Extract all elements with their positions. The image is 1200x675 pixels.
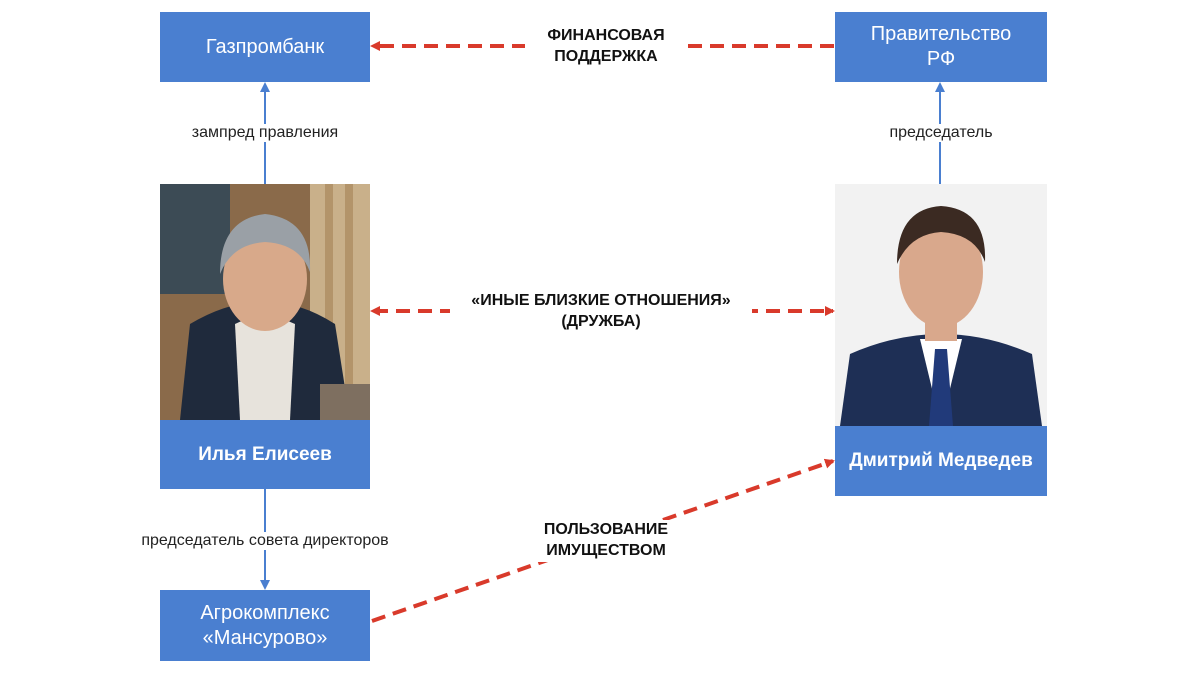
gazprombank-box: Газпромбанк xyxy=(160,12,370,82)
agro-box: Агрокомплекс «Мансурово» xyxy=(160,590,370,661)
eliseev-label: Илья Елисеев xyxy=(198,443,332,465)
edge-label-eliseev-gazprom: зампред правления xyxy=(160,124,370,142)
eliseev-photo xyxy=(160,184,370,420)
eliseev-box: Илья Елисеев xyxy=(160,420,370,489)
edge-label-medvedev-gov: председатель xyxy=(835,124,1047,142)
relation-friendship: «ИНЫЕ БЛИЗКИЕ ОТНОШЕНИЯ» (ДРУЖБА) xyxy=(450,291,752,333)
medvedev-label: Дмитрий Медведев xyxy=(849,450,1033,472)
relation-friendship-line2: (ДРУЖБА) xyxy=(561,312,641,330)
agro-label-line2: «Мансурово» xyxy=(202,626,328,649)
government-box: Правительство РФ xyxy=(835,12,1047,82)
gazprombank-label: Газпромбанк xyxy=(205,35,325,58)
relation-financial-line2: ПОДДЕРЖКА xyxy=(554,47,658,65)
medvedev-photo xyxy=(835,184,1047,426)
relation-property-line2: ИМУЩЕСТВОМ xyxy=(546,541,666,559)
relation-financial-support: ФИНАНСОВАЯ ПОДДЕРЖКА xyxy=(525,26,687,68)
medvedev-box: Дмитрий Медведев xyxy=(835,426,1047,496)
relation-financial-line1: ФИНАНСОВАЯ xyxy=(547,27,665,44)
government-label: Правительство РФ xyxy=(870,23,1012,70)
agro-label-line1: Агрокомплекс xyxy=(200,601,330,624)
relation-friendship-line1: «ИНЫЕ БЛИЗКИЕ ОТНОШЕНИЯ» xyxy=(471,292,731,309)
relation-property-use: ПОЛЬЗОВАНИЕ ИМУЩЕСТВОМ xyxy=(515,520,697,562)
edge-label-eliseev-agro: председатель совета директоров xyxy=(105,532,425,550)
relation-property-line1: ПОЛЬЗОВАНИЕ xyxy=(543,521,669,538)
